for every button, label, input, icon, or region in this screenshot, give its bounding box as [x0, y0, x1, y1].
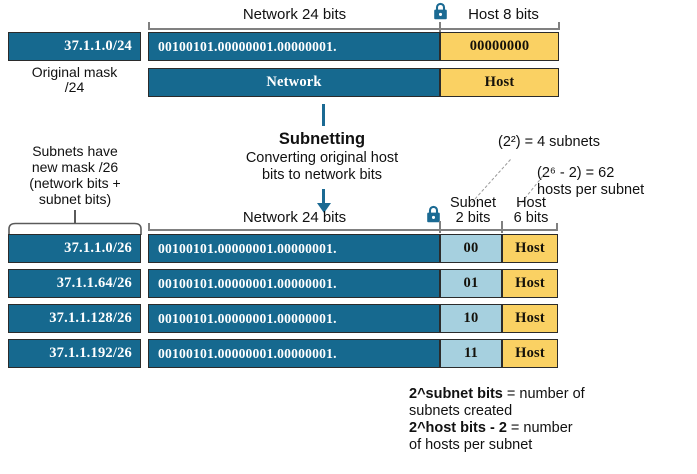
subnet-row-binary: 00100101.00000001.00000001.	[148, 234, 440, 263]
bottom-ruler-tick-left	[148, 223, 150, 231]
original-binary-network: 00100101.00000001.00000001.	[148, 32, 440, 61]
subnet-row-subnet-bits: 10	[440, 304, 502, 333]
subnetting-desc-line2: bits to network bits	[261, 167, 383, 183]
subnet-row-ip-label: 37.1.1.192/26	[8, 339, 141, 368]
footer-formula-2-line2: of hosts per subnet	[409, 437, 533, 453]
footer-formula-2-bold: 2^host bits - 2	[409, 420, 507, 436]
bottom-network-bits-label: Network 24 bits	[242, 209, 347, 226]
footer-formula-2: 2^host bits - 2 = number	[409, 420, 573, 437]
footer-formula-2-rest: = number	[506, 420, 573, 436]
original-binary-host: 00000000	[440, 32, 559, 61]
bottom-ruler-tick-right	[556, 223, 558, 231]
left-note-line3: (network bits +	[29, 175, 121, 191]
subnets-count-formula: (2²) = 4 subnets	[498, 134, 600, 150]
left-note-brace-stem	[74, 210, 76, 224]
top-network-bits-label: Network 24 bits	[242, 6, 347, 23]
bottom-subnet-bits-label-line1: Subnet	[450, 195, 496, 211]
bottom-host-bits-label-line2: 6 bits	[513, 210, 549, 226]
subnet-row-binary: 00100101.00000001.00000001.	[148, 304, 440, 333]
footer-formula-1-bold: 2^subnet bits	[409, 386, 503, 402]
top-host-bits-label: Host 8 bits	[468, 6, 539, 23]
top-ruler-tick-right	[558, 22, 560, 30]
bottom-ruler-line	[148, 229, 558, 231]
left-note-line1: Subnets have	[32, 143, 118, 159]
subnet-row-subnet-bits: 00	[440, 234, 502, 263]
bottom-subnet-bits-label-line2: 2 bits	[455, 210, 491, 226]
original-field-host: Host	[440, 68, 559, 97]
lock-icon	[426, 205, 441, 224]
subnetting-arrow-stem-top	[322, 104, 325, 126]
subnetting-arrow-stem-bottom	[322, 189, 325, 205]
footer-formula-1-rest: = number of	[502, 386, 585, 402]
hosts-count-formula-line2: hosts per subnet	[537, 182, 645, 198]
subnetting-arrow-head	[316, 203, 331, 213]
subnet-row-ip-label: 37.1.1.128/26	[8, 304, 141, 333]
subnet-row-binary: 00100101.00000001.00000001.	[148, 339, 440, 368]
bottom-ruler-tick-subnet	[439, 221, 441, 233]
top-ruler-tick-left	[148, 22, 150, 30]
original-network-ip-label: 37.1.1.0/24	[8, 32, 141, 61]
left-note-line4: subnet bits)	[38, 191, 112, 207]
bottom-host-bits-label-line1: Host	[516, 195, 546, 211]
subnet-row-binary: 00100101.00000001.00000001.	[148, 269, 440, 298]
lock-icon	[433, 2, 448, 21]
subnet-row-subnet-bits: 11	[440, 339, 502, 368]
original-field-network: Network	[148, 68, 440, 97]
left-note-brace	[8, 222, 142, 241]
hosts-count-formula-line1: (2⁶ - 2) = 62	[537, 165, 615, 181]
subnet-row-ip-label: 37.1.1.64/26	[8, 269, 141, 298]
subnet-row-host-field: Host	[502, 339, 558, 368]
original-mask-caption-line1: Original mask	[31, 64, 118, 80]
original-mask-caption-line2: /24	[64, 79, 85, 95]
subnet-row-subnet-bits: 01	[440, 269, 502, 298]
subnet-row-ip-label: 37.1.1.0/26	[8, 234, 141, 263]
subnet-row-host-field: Host	[502, 234, 558, 263]
subnet-row-host-field: Host	[502, 304, 558, 333]
footer-formula-1-line2: subnets created	[409, 403, 513, 419]
bottom-ruler-tick-host	[501, 221, 503, 233]
subnetting-title: Subnetting	[278, 130, 366, 148]
top-ruler-tick-mid	[439, 22, 441, 34]
subnetting-desc-line1: Converting original host	[245, 150, 399, 166]
subnet-row-host-field: Host	[502, 269, 558, 298]
left-note-line2: new mask /26	[31, 159, 119, 175]
top-ruler-line	[148, 28, 560, 30]
footer-formula-1: 2^subnet bits = number of	[409, 386, 585, 403]
